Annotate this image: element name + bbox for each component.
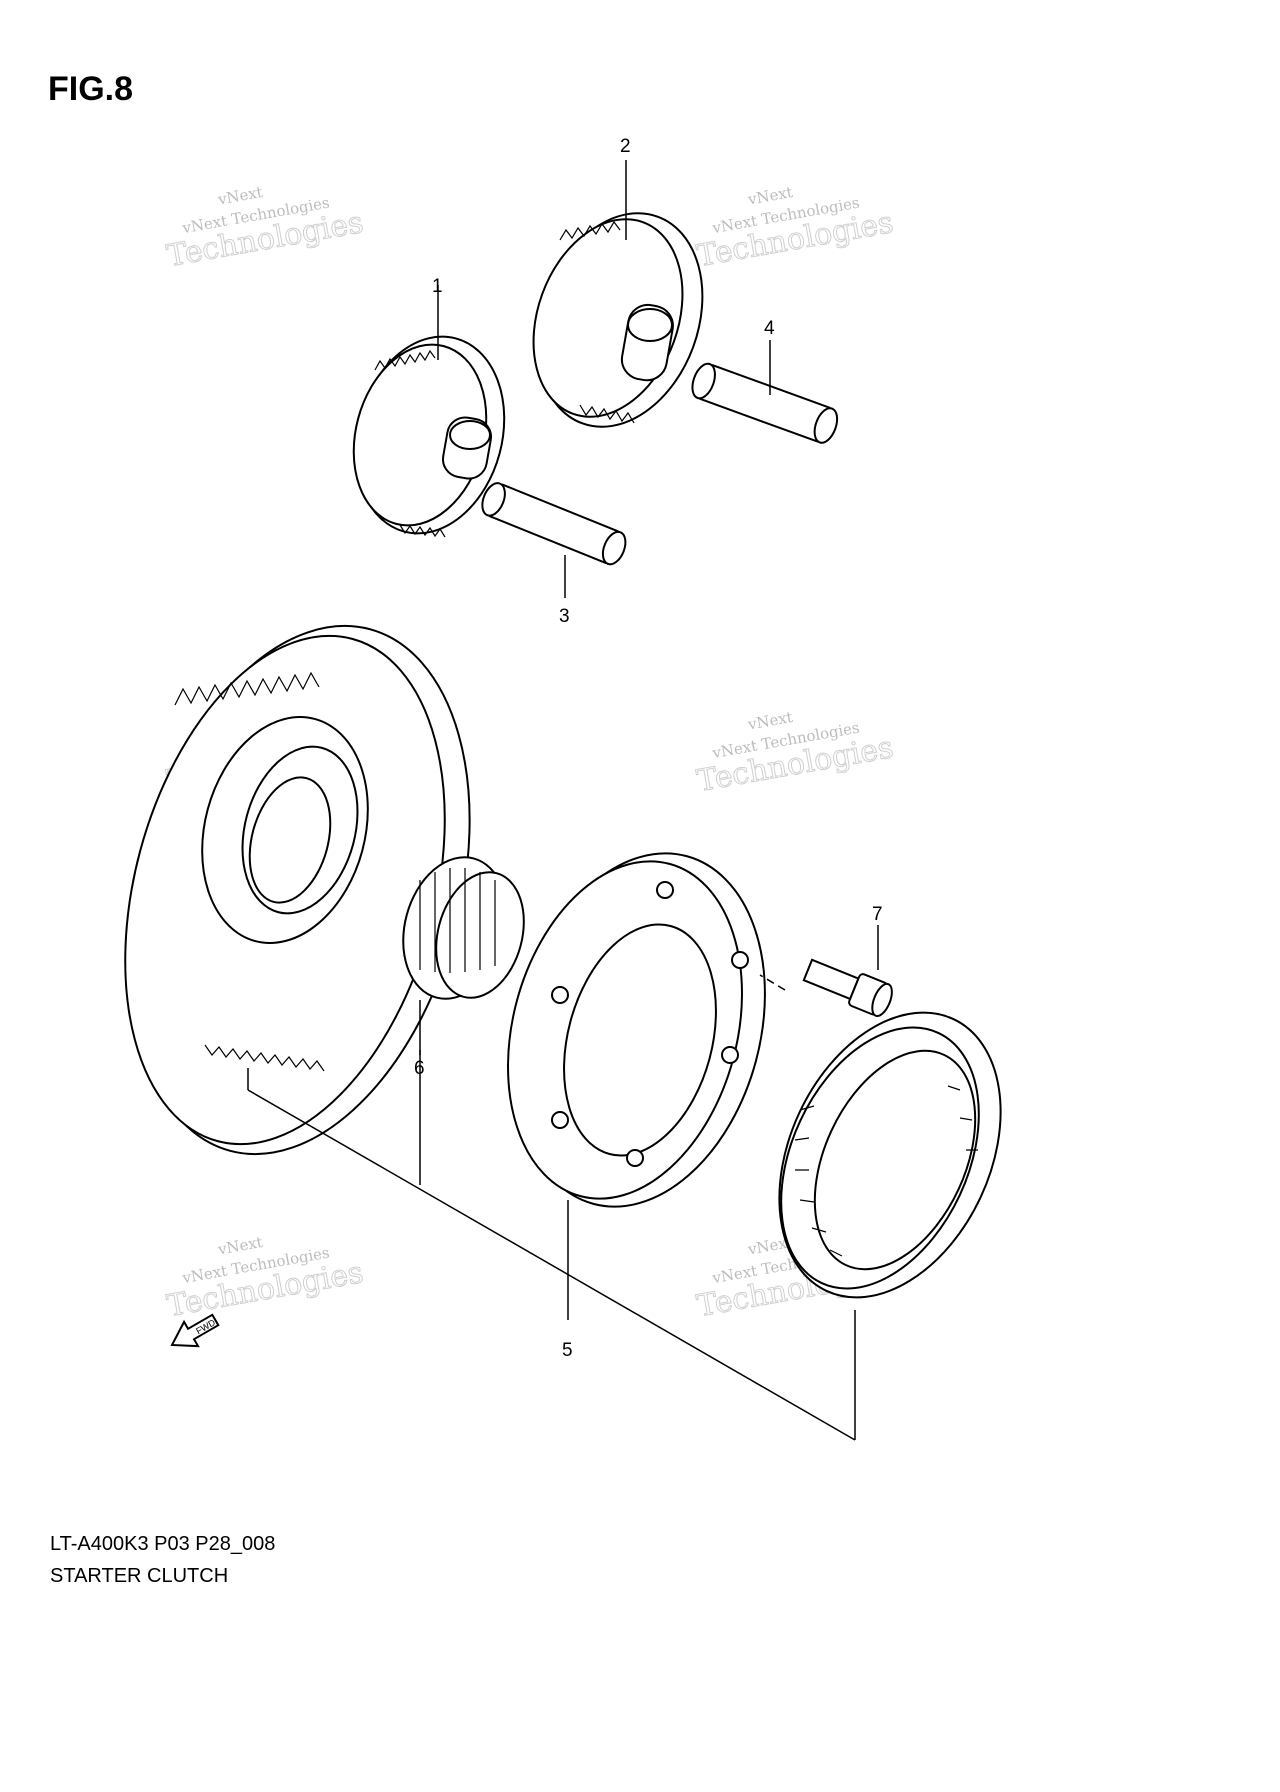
- shaft-icon: [691, 362, 839, 444]
- figure-label: FIG.8: [48, 70, 133, 108]
- callout-4: 4: [764, 318, 775, 339]
- callout-1: 1: [432, 276, 443, 297]
- watermark-line1: vNext: [216, 1233, 264, 1259]
- watermark-line1: vNext: [746, 183, 794, 209]
- callout-5: 5: [562, 1340, 573, 1361]
- leader-lines: [247, 160, 879, 1441]
- starter-driven-gear-icon: [124, 624, 471, 1156]
- front-arrow-icon: FWD: [170, 1313, 220, 1348]
- watermark-top-left: vNext vNext Technologies Technologies: [164, 183, 367, 275]
- caption-code: LT-A400K3 P03 P28_008: [50, 1533, 275, 1555]
- bolt-icon: [802, 958, 893, 1018]
- shaft-icon: [481, 482, 627, 566]
- needle-bearing-icon: [402, 856, 525, 1000]
- watermark-top-right: vNext vNext Technologies Technologies: [694, 183, 897, 275]
- watermark-line1: vNext: [216, 183, 264, 209]
- watermark-bottom-left: vNext vNext Technologies Technologies: [164, 1233, 367, 1325]
- callout-2: 2: [620, 136, 631, 157]
- watermark-line1: vNext: [746, 708, 794, 734]
- small-gear-icon: [352, 335, 506, 538]
- callout-3: 3: [559, 606, 570, 627]
- watermark-mid-right: vNext vNext Technologies Technologies: [694, 708, 897, 800]
- clutch-housing-icon: [507, 852, 766, 1208]
- one-way-clutch-icon: [778, 1011, 1002, 1299]
- caption-name: STARTER CLUTCH: [50, 1565, 228, 1587]
- idler-gear-icon: [532, 212, 704, 428]
- callout-6: 6: [414, 1058, 425, 1079]
- callout-7: 7: [872, 904, 883, 925]
